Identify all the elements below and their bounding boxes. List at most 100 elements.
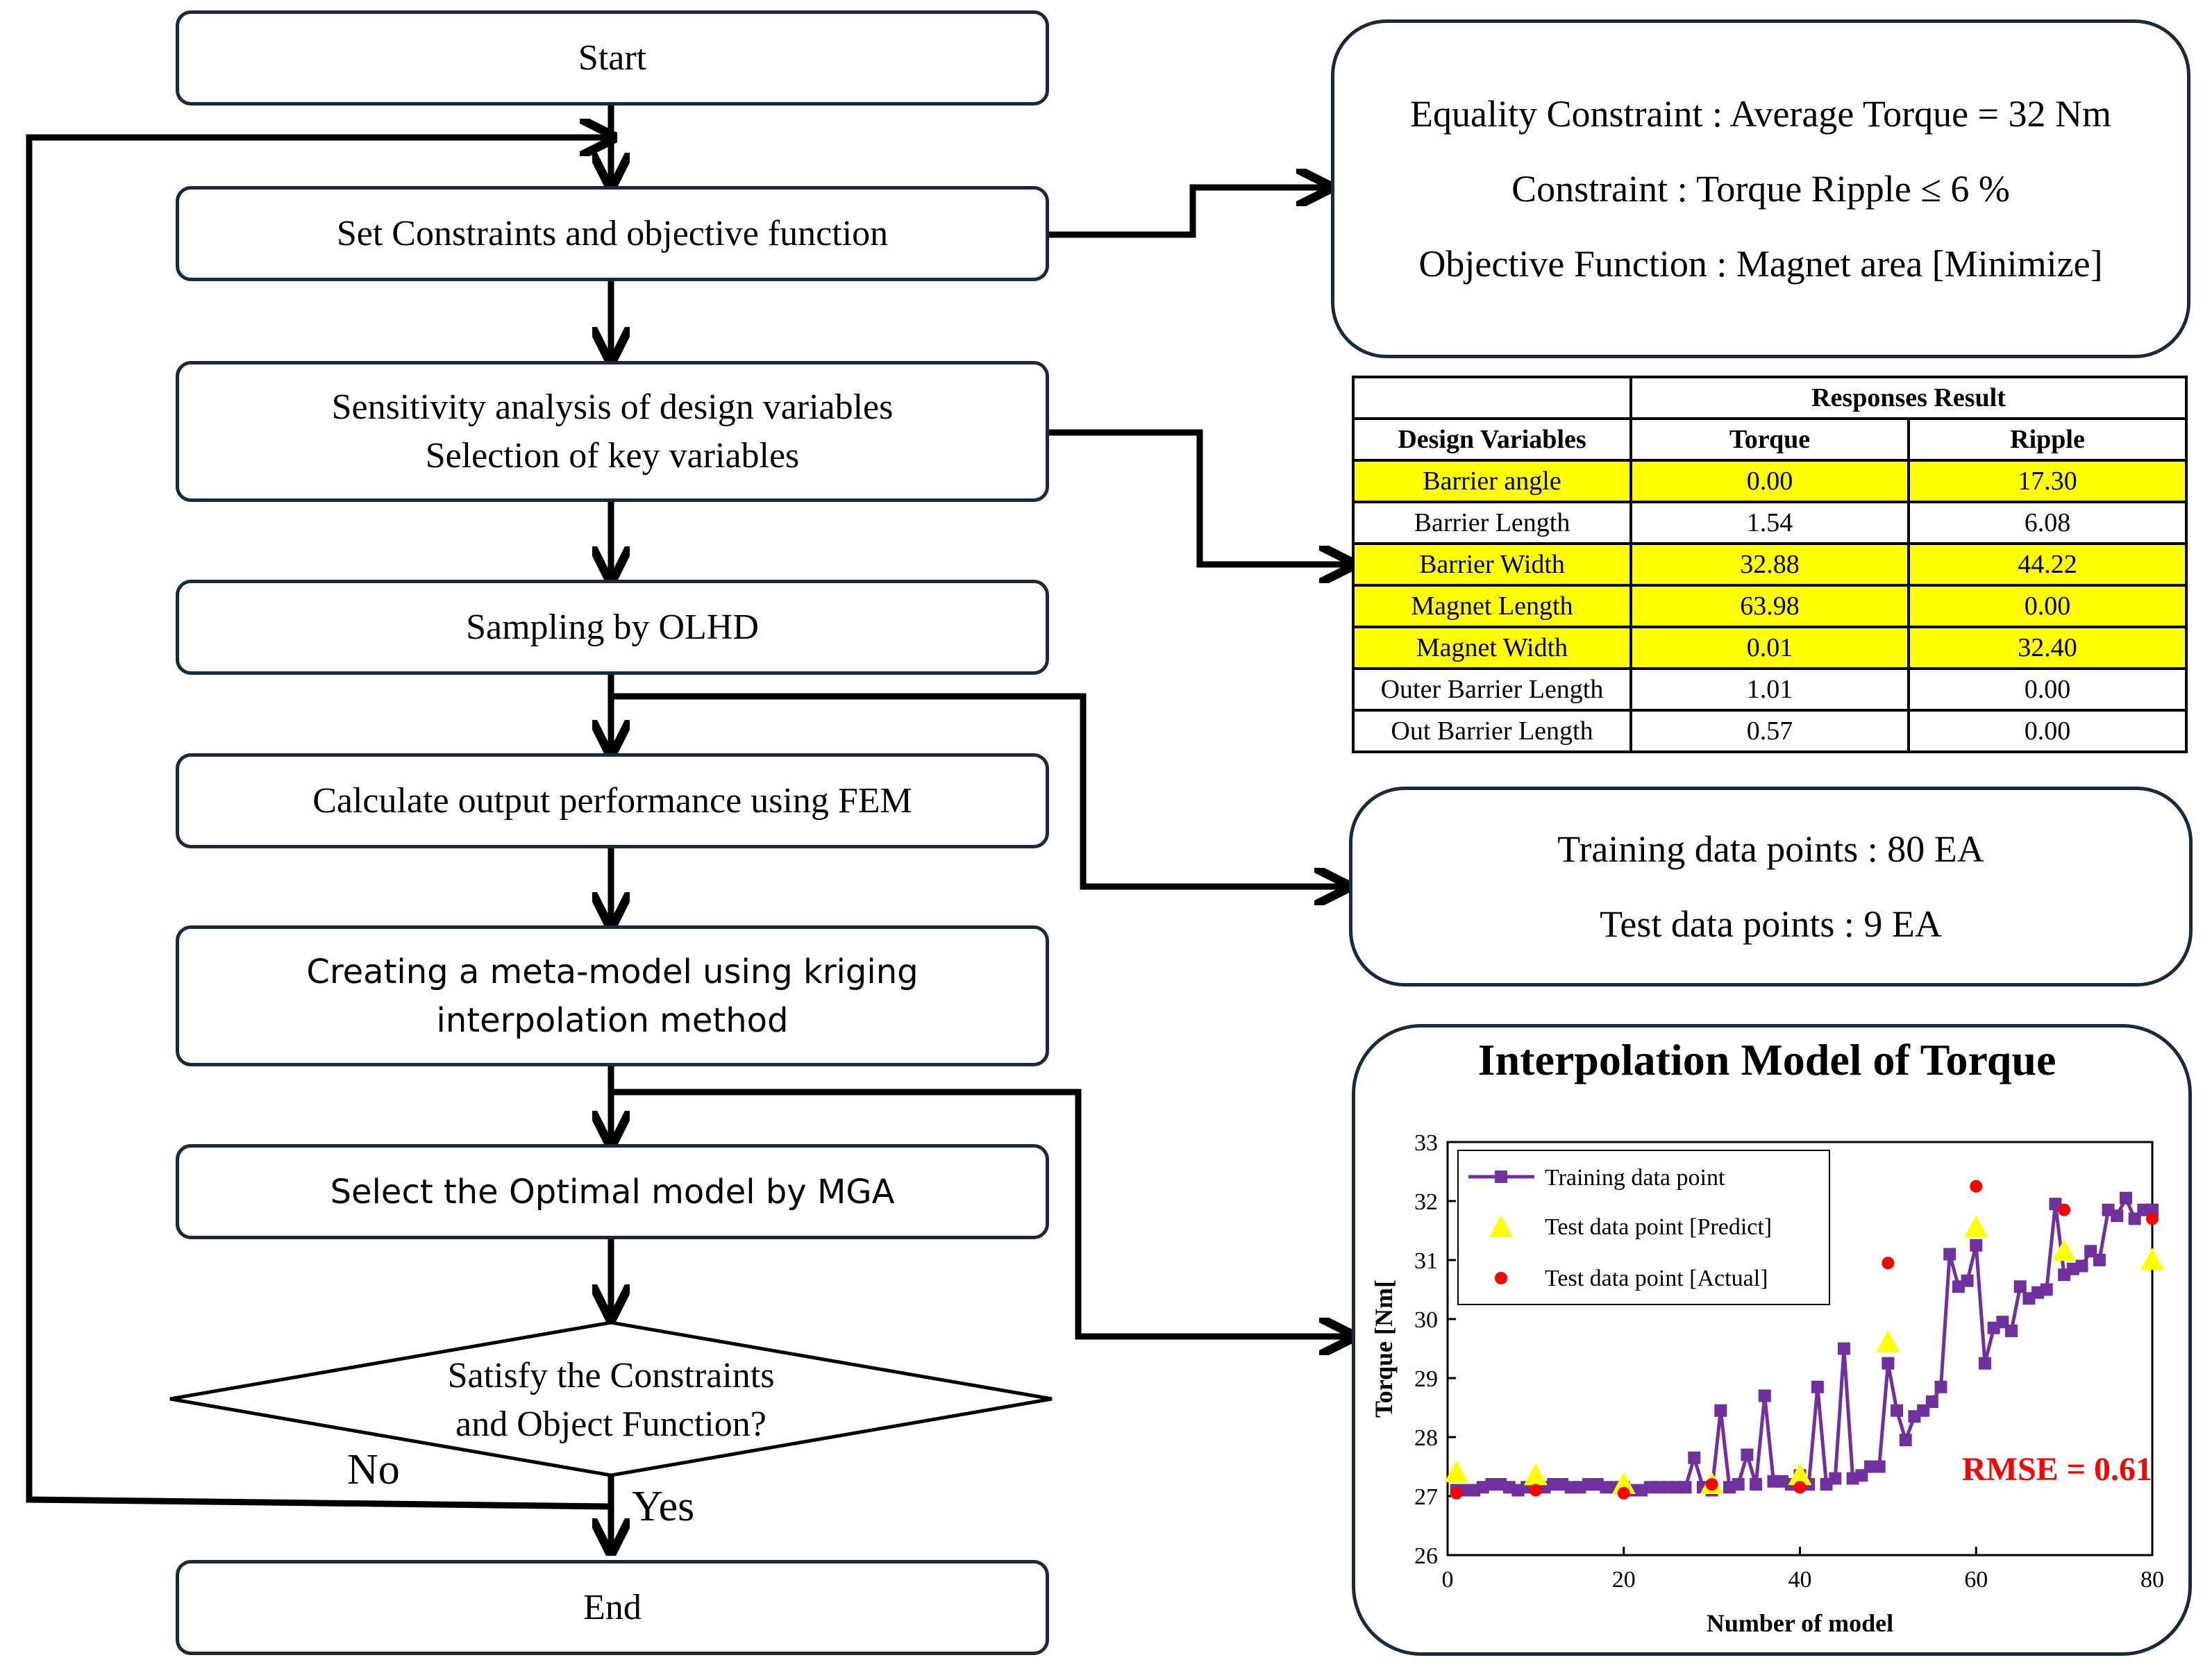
sensitivity-label-line2: Selection of key variables bbox=[425, 435, 800, 476]
table-row: Magnet Width 0.01 32.40 bbox=[1352, 626, 2188, 670]
predict-point bbox=[1964, 1215, 1988, 1238]
torque-cell: 63.98 bbox=[1629, 584, 1910, 628]
torque-cell: 32.88 bbox=[1629, 542, 1910, 587]
chart-title: Interpolation Model of Torque bbox=[1477, 1035, 2056, 1084]
actual-point bbox=[1529, 1484, 1542, 1497]
actual-point bbox=[1882, 1257, 1895, 1270]
x-tick-label: 40 bbox=[1788, 1567, 1812, 1593]
training-point bbox=[2093, 1254, 2106, 1266]
training-point bbox=[2146, 1203, 2159, 1216]
training-point bbox=[1882, 1357, 1895, 1370]
legend-actual-marker bbox=[1495, 1272, 1507, 1284]
table-row: Barrier Width 32.88 44.22 bbox=[1352, 542, 2188, 587]
sensitivity-label-line1: Sensitivity analysis of design variables bbox=[331, 387, 894, 427]
ripple-cell: 0.00 bbox=[1907, 667, 2188, 712]
predict-point bbox=[1611, 1472, 1636, 1494]
ripple-constraint-text: Constraint : Torque Ripple ≤ 6 % bbox=[1511, 168, 2010, 210]
test-points-text: Test data points : 9 EA bbox=[1600, 903, 1942, 945]
table-row: Outer Barrier Length 1.01 0.00 bbox=[1352, 667, 2188, 712]
actual-point bbox=[1705, 1478, 1718, 1491]
training-point bbox=[1934, 1380, 1947, 1393]
legend-predict-marker bbox=[1489, 1215, 1513, 1237]
legend-actual-label: Test data point [Actual] bbox=[1545, 1266, 1768, 1291]
data-points-panel: Training data points : 80 EA Test data p… bbox=[1349, 787, 2193, 987]
metamodel-label-line2: interpolation method bbox=[436, 1000, 789, 1040]
actual-point bbox=[1793, 1481, 1807, 1494]
constraints-panel: Equality Constraint : Average Torque = 3… bbox=[1331, 19, 2190, 358]
variable-cell: Barrier angle bbox=[1352, 459, 1632, 503]
decision-label-line1: Satisfy the Constraints bbox=[447, 1356, 775, 1395]
training-point bbox=[1758, 1389, 1771, 1402]
select-optimal-label: Select the Optimal model by MGA bbox=[330, 1172, 895, 1211]
equality-constraint-text: Equality Constraint : Average Torque = 3… bbox=[1410, 93, 2111, 135]
calculate-step: Calculate output performance using FEM bbox=[176, 753, 1049, 848]
ripple-cell: 6.08 bbox=[1907, 501, 2188, 545]
actual-point bbox=[1617, 1486, 1630, 1500]
y-tick-label: 29 bbox=[1414, 1366, 1438, 1392]
table-corner-cell bbox=[1352, 376, 1632, 419]
training-point bbox=[2013, 1280, 2027, 1293]
y-tick-label: 31 bbox=[1414, 1248, 1438, 1274]
sampling-step: Sampling by OLHD bbox=[176, 580, 1049, 675]
end-label: End bbox=[583, 1587, 642, 1627]
end-step: End bbox=[176, 1560, 1049, 1655]
torque-cell: 0.01 bbox=[1629, 626, 1910, 670]
sampling-label: Sampling by OLHD bbox=[466, 607, 759, 647]
predict-point bbox=[2140, 1248, 2164, 1270]
variable-cell: Outer Barrier Length bbox=[1352, 667, 1632, 712]
training-point bbox=[1970, 1239, 1983, 1252]
training-point bbox=[1714, 1404, 1727, 1417]
legend-predict-label: Test data point [Predict] bbox=[1545, 1214, 1772, 1240]
ripple-cell: 0.00 bbox=[1907, 709, 2188, 753]
training-point bbox=[1750, 1478, 1763, 1491]
yes-label: Yes bbox=[632, 1483, 695, 1530]
start-step: Start bbox=[176, 10, 1049, 106]
actual-point bbox=[1450, 1486, 1463, 1500]
header-ripple: Ripple bbox=[1907, 417, 2188, 462]
y-axis-label: Torque [Nm[ bbox=[1370, 1280, 1398, 1418]
ripple-cell: 44.22 bbox=[1907, 542, 2188, 587]
set-constraints-step: Set Constraints and objective function bbox=[176, 186, 1049, 281]
variable-cell: Barrier Width bbox=[1352, 542, 1632, 587]
training-point bbox=[1732, 1478, 1745, 1491]
header-design-variables: Design Variables bbox=[1352, 417, 1632, 462]
predict-point bbox=[1788, 1463, 1812, 1486]
x-axis-label: Number of model bbox=[1707, 1609, 1893, 1637]
variable-cell: Out Barrier Length bbox=[1352, 709, 1632, 753]
set-constraints-label: Set Constraints and objective function bbox=[336, 213, 889, 253]
x-tick-label: 60 bbox=[1964, 1567, 1988, 1593]
legend-training-label: Training data point bbox=[1545, 1165, 1725, 1191]
training-point bbox=[1688, 1451, 1701, 1464]
table-row: Barrier angle 0.00 17.30 bbox=[1352, 459, 2188, 503]
x-tick-label: 0 bbox=[1442, 1567, 1454, 1593]
training-point bbox=[1811, 1380, 1824, 1393]
header-torque: Torque bbox=[1629, 417, 1910, 462]
actual-point bbox=[2058, 1203, 2071, 1216]
training-point bbox=[2049, 1198, 2062, 1211]
ripple-cell: 32.40 bbox=[1907, 626, 2188, 670]
training-point bbox=[2005, 1325, 2018, 1337]
y-tick-label: 28 bbox=[1414, 1425, 1438, 1451]
torque-cell: 1.54 bbox=[1629, 501, 1910, 545]
calculate-label: Calculate output performance using FEM bbox=[312, 780, 912, 821]
y-tick-label: 30 bbox=[1414, 1307, 1438, 1333]
predict-point bbox=[1876, 1330, 1900, 1352]
no-label: No bbox=[347, 1446, 400, 1493]
training-point bbox=[2040, 1283, 2053, 1296]
training-point bbox=[2111, 1209, 2124, 1223]
training-point bbox=[1961, 1274, 1974, 1287]
sensitivity-step: Sensitivity analysis of design variables… bbox=[176, 361, 1049, 502]
training-point bbox=[1943, 1248, 1957, 1261]
y-tick-label: 32 bbox=[1414, 1189, 1438, 1215]
training-point bbox=[1899, 1434, 1912, 1447]
training-point bbox=[2075, 1259, 2088, 1273]
ripple-cell: 17.30 bbox=[1907, 459, 2188, 503]
start-label: Start bbox=[578, 37, 647, 78]
table-row: Out Barrier Length 0.57 0.00 bbox=[1352, 709, 2188, 753]
legend-training-marker bbox=[1495, 1171, 1507, 1183]
y-tick-label: 33 bbox=[1414, 1130, 1438, 1156]
training-point bbox=[1837, 1342, 1850, 1355]
decision-label-line2: and Object Function? bbox=[455, 1404, 766, 1444]
